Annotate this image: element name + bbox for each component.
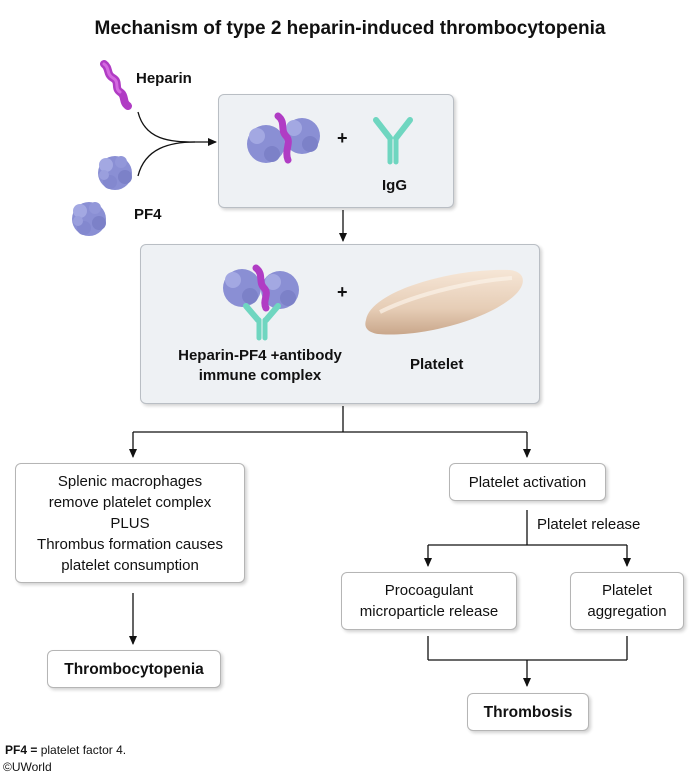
pf4-protein-icon — [98, 156, 132, 190]
plus-sign: + — [337, 282, 348, 302]
platelet-activation-box: Platelet activation — [449, 463, 606, 501]
splenic-line-3: PLUS — [110, 514, 150, 532]
plus-sign: + — [337, 128, 348, 148]
splenic-line-5: platelet consumption — [61, 556, 199, 574]
pf4-label: PF4 — [134, 206, 162, 223]
heparin-label: Heparin — [136, 70, 192, 87]
procoagulant-box: Procoagulant microparticle release — [341, 572, 517, 630]
aggregation-line2: aggregation — [587, 603, 667, 620]
heparin-pf4-complex-icon — [247, 112, 320, 164]
thrombosis-box: Thrombosis — [467, 693, 589, 731]
pf4-curve — [137, 141, 196, 177]
platelet-aggregation-box: Platelet aggregation — [570, 572, 684, 630]
copyright: ©UWorld — [3, 760, 52, 774]
igg-label: IgG — [382, 177, 407, 194]
thrombocytopenia-box: Thrombocytopenia — [47, 650, 221, 688]
platelet-icon — [365, 269, 523, 335]
procoagulant-line2: microparticle release — [359, 603, 499, 620]
platelet-label: Platelet — [410, 356, 464, 373]
platelet-release-label: Platelet release — [537, 516, 641, 533]
footnote-text: platelet factor 4. — [37, 743, 127, 757]
splenic-line-1: Splenic macrophages — [57, 472, 203, 490]
footnote: PF4 = platelet factor 4. — [5, 743, 126, 757]
immune-complex-panel — [140, 244, 540, 404]
diagram-title: Mechanism of type 2 heparin-induced thro… — [94, 18, 606, 39]
splenic-macrophages-box: Splenic macrophages remove platelet comp… — [15, 463, 245, 583]
heparin-curve — [137, 111, 196, 143]
aggregation-line1: Platelet — [601, 582, 653, 599]
splenic-line-4: Thrombus formation causes — [37, 535, 223, 553]
procoagulant-line1: Procoagulant — [384, 582, 474, 599]
immune-complex-label: Heparin-PF4 +antibody immune complex — [150, 346, 370, 386]
footnote-abbr: PF4 = — [5, 743, 38, 757]
splenic-line-2: remove platelet complex — [48, 493, 212, 511]
immune-complex-icon — [223, 264, 299, 341]
heparin-molecule-icon — [100, 60, 132, 110]
immune-complex-label-line2: immune complex — [198, 367, 322, 384]
igg-antibody-icon — [373, 117, 413, 165]
immune-complex-label-line1: Heparin-PF4 +antibody — [178, 347, 342, 364]
pf4-protein-icon — [72, 202, 106, 236]
